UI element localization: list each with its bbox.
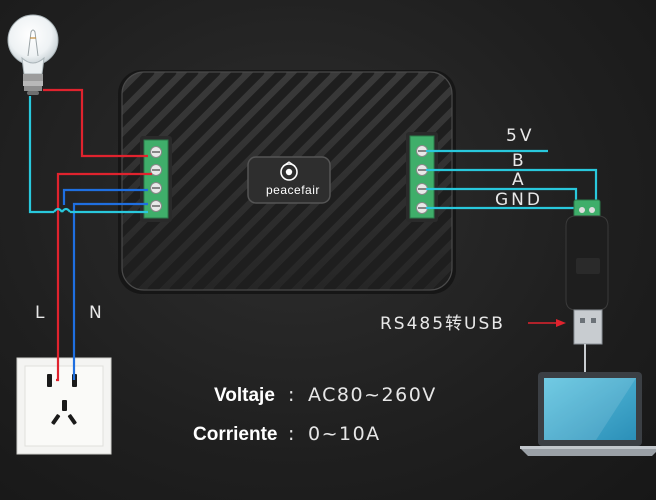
terminal-label-b: B [512, 151, 527, 171]
left-terminal-block [140, 136, 172, 222]
wall-socket-icon [16, 357, 112, 455]
current-separator: : [288, 423, 296, 445]
right-terminal-block [406, 132, 438, 222]
device-brand-label: peacefair [266, 183, 320, 197]
voltage-value: AC80~260V [308, 384, 437, 406]
neutral-wires [62, 188, 148, 380]
live-wires [43, 88, 152, 382]
current-value: 0~10A [308, 423, 381, 445]
pointer-arrow-icon [528, 319, 566, 327]
mains-label-neutral: N [89, 303, 105, 323]
peacefair-logo-icon [280, 161, 298, 181]
voltage-key: Voltaje [214, 385, 275, 406]
power-meter-device [118, 70, 456, 294]
terminal-label-gnd: GND [495, 190, 543, 210]
laptop-icon [520, 372, 656, 456]
current-key: Corriente [193, 424, 278, 445]
rs485-usb-converter [565, 199, 609, 378]
mains-label-line: L [35, 303, 48, 323]
light-bulb-icon [7, 14, 59, 95]
terminal-label-5v: 5V [506, 126, 535, 146]
bulb-return-wire [28, 96, 148, 214]
voltage-separator: : [288, 384, 296, 406]
converter-label: RS485转USB [380, 314, 505, 334]
terminal-label-a: A [512, 170, 527, 190]
